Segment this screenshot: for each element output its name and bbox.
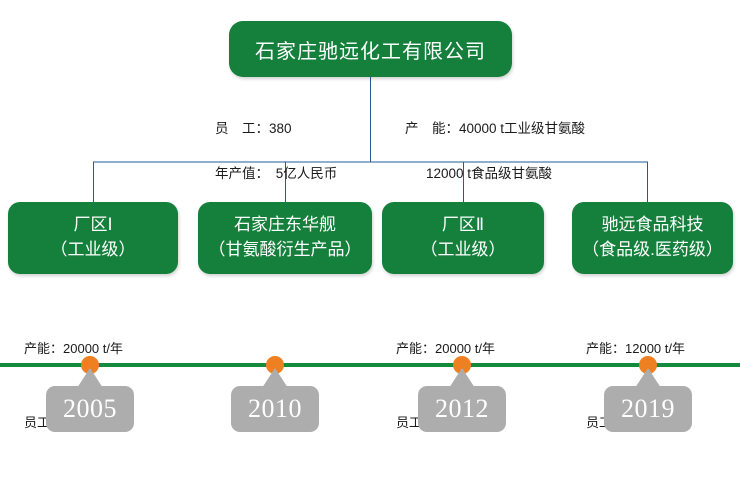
annotation-capacity-food-grade: 12000 t食品级甘氨酸: [426, 165, 553, 181]
unit-box-plant-1[interactable]: 厂区Ⅰ （工业级）: [8, 202, 178, 274]
unit-capacity: 产能：12000 t/年: [586, 341, 685, 357]
unit-capacity: 产能：20000 t/年: [396, 341, 495, 357]
timeline-callout: 2012: [418, 386, 506, 432]
timeline-pointer-icon: [262, 368, 288, 388]
annotation-employees: 员 工：380: [215, 121, 292, 137]
unit-name: 驰远食品科技: [601, 215, 704, 235]
timeline-year-label: 2005: [63, 394, 117, 423]
timeline-pointer-icon: [449, 368, 475, 388]
root-company-box[interactable]: 石家庄驰远化工有限公司: [229, 21, 512, 77]
unit-qualifier: （食品级.医药级）: [582, 240, 723, 259]
unit-qualifier: （甘氨酸衍生产品）: [208, 240, 362, 259]
timeline-year-label: 2012: [435, 394, 489, 423]
timeline-year-label: 2010: [248, 394, 302, 423]
unit-qualifier: （工业级）: [50, 240, 136, 259]
timeline-axis: [0, 363, 740, 367]
unit-capacity: 产能：20000 t/年: [24, 341, 123, 357]
unit-box-donghuajian[interactable]: 石家庄东华舰 （甘氨酸衍生产品）: [198, 202, 372, 274]
annotation-capacity-industrial: 产 能：40000 t工业级甘氨酸: [405, 121, 586, 137]
timeline-year-label: 2019: [621, 394, 675, 423]
annotation-annual-output-value: 年产值： 5亿人民币: [215, 165, 338, 181]
unit-name: 石家庄东华舰: [234, 215, 336, 235]
root-company-label: 石家庄驰远化工有限公司: [255, 40, 486, 63]
timeline-callout: 2010: [231, 386, 319, 432]
unit-name: 厂区Ⅱ: [441, 215, 485, 235]
timeline-pointer-icon: [77, 368, 103, 388]
annotation-capacity-stats: 产 能：40000 t工业级甘氨酸 12000 t食品级甘氨酸: [390, 96, 585, 230]
timeline-pointer-icon: [635, 368, 661, 388]
unit-name: 厂区Ⅰ: [73, 215, 113, 235]
timeline-callout: 2019: [604, 386, 692, 432]
timeline-callout: 2005: [46, 386, 134, 432]
unit-qualifier: （工业级）: [420, 240, 506, 259]
unit-box-plant-2[interactable]: 厂区Ⅱ （工业级）: [382, 202, 544, 274]
unit-box-food-technology[interactable]: 驰远食品科技 （食品级.医药级）: [572, 202, 733, 274]
annotation-company-stats: 员 工：380 年产值： 5亿人民币: [200, 96, 337, 207]
